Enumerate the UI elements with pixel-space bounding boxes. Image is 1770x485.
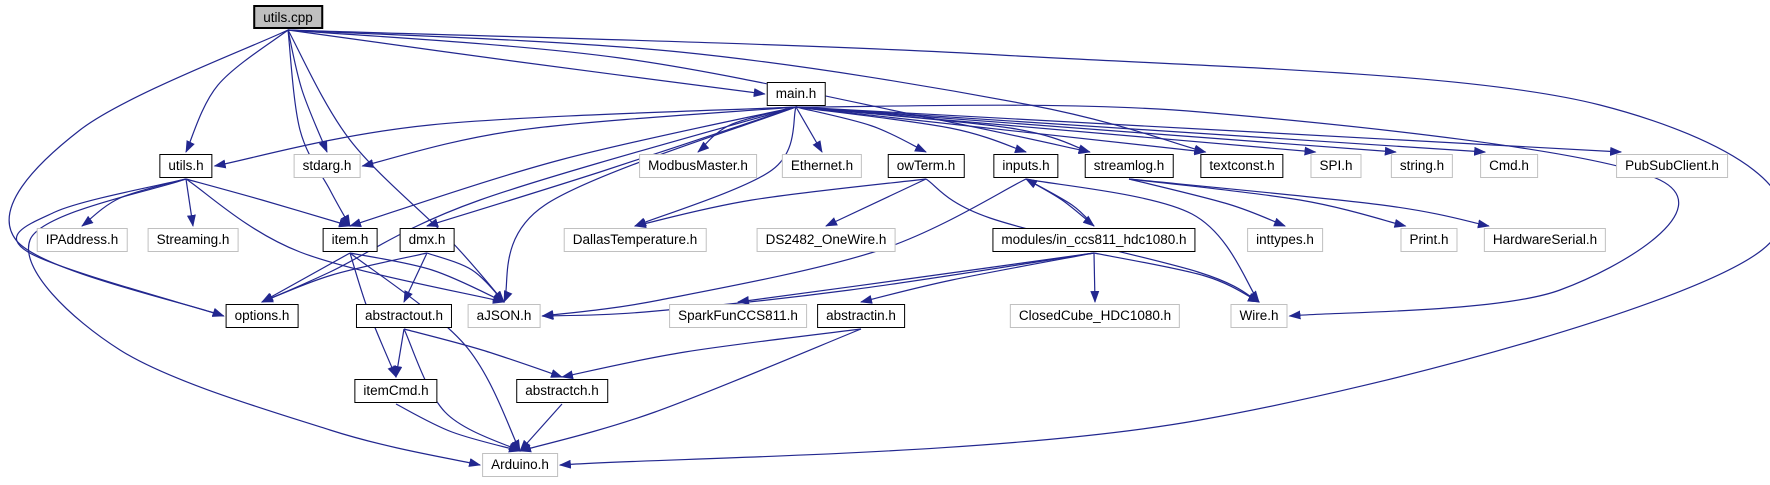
edge-modules_h-to-ajson_h [541,252,1095,321]
edge-main_h-to-utils_h [213,106,797,169]
edge-utils_h-to-item_h [185,178,351,228]
edge-abstractch_h-to-arduino_h [519,403,563,452]
edge-utils_cpp-to-main_h [287,29,766,98]
graph-node-item_h[interactable]: item.h [322,228,378,252]
graph-node-ethernet_h: Ethernet.h [781,154,863,178]
edge-main_h-to-wire_h [795,104,1679,320]
edge-modules_h-to-wire_h [1093,252,1260,303]
edge-utils_cpp-to-stdarg_h [287,29,328,153]
edge-utils_cpp-to-streamlog_h [287,29,1091,155]
graph-node-hardwareserial_h: HardwareSerial.h [1483,228,1607,252]
edge-abstractin_h-to-arduino_h [519,328,862,453]
edge-item_h-to-options_h [261,252,351,303]
edge-abstractout_h-to-itemcmd_h [393,328,405,378]
graph-node-utils_cpp: utils.cpp [253,5,323,29]
edge-utils_cpp-to-utils_h [185,29,289,153]
graph-node-main_h[interactable]: main.h [766,82,826,106]
edge-main_h-to-dallastemperature_h [634,106,797,227]
edge-streamlog_h-to-inttypes_h [1128,178,1286,227]
edge-main_h-to-item_h [349,106,797,227]
edge-utils_h-to-arduino_h [27,178,482,467]
graph-node-options_h[interactable]: options.h [225,304,299,328]
edge-utils_cpp-to-ajson_h [287,29,505,303]
graph-node-itemcmd_h[interactable]: itemCmd.h [354,379,438,403]
edge-owterm_h-to-ds2482_onewire_h [825,178,927,227]
graph-node-ajson_h: aJSON.h [467,304,541,328]
edge-modules_h-to-inputs_h [1025,178,1095,227]
graph-node-dallastemperature_h: DallasTemperature.h [563,228,707,252]
edge-main_h-to-textconst_h [795,106,1207,156]
edge-utils_cpp-to-item_h [287,29,351,227]
graph-node-dmx_h[interactable]: dmx.h [399,228,455,252]
edge-utils_h-to-ajson_h [185,178,505,304]
graph-node-closedcube_hdc1080_h: ClosedCube_HDC1080.h [1009,304,1181,328]
graph-node-inttypes_h: inttypes.h [1247,228,1323,252]
edge-utils_h-to-options_h [15,178,225,317]
edge-dmx_h-to-abstractout_h [403,252,428,303]
graph-node-inputs_h[interactable]: inputs.h [993,154,1059,178]
graph-node-owterm_h[interactable]: owTerm.h [887,154,965,178]
graph-node-modbusmaster_h: ModbusMaster.h [639,154,757,178]
edge-streamlog_h-to-hardwareserial_h [1128,178,1490,229]
graph-node-modules_h[interactable]: modules/in_ccs811_hdc1080.h [992,228,1196,252]
graph-node-stdarg_h: stdarg.h [293,154,361,178]
edge-inputs_h-to-ajson_h [541,178,1027,319]
graph-node-abstractout_h[interactable]: abstractout.h [355,304,453,328]
graph-node-string_h: string.h [1390,154,1454,178]
edge-main_h-to-spi_h [795,106,1317,156]
graph-node-arduino_h: Arduino.h [482,453,558,477]
edge-main_h-to-options_h [261,106,797,303]
edge-modules_h-to-closedcube_hdc1080_h [1090,252,1100,303]
edge-main_h-to-ethernet_h [795,106,823,153]
edge-main_h-to-stdarg_h [361,106,797,168]
graph-node-utils_h[interactable]: utils.h [159,154,213,178]
edge-main_h-to-dmx_h [426,106,797,228]
edge-modules_h-to-abstractin_h [860,252,1095,304]
graph-node-ipaddress_h: IPAddress.h [36,228,128,252]
graph-node-sparkfunccs811_h: SparkFunCCS811.h [669,304,807,328]
edge-main_h-to-ajson_h [503,106,797,303]
edge-main_h-to-pubsubclient_h [795,106,1623,156]
edge-item_h-to-ajson_h [349,252,505,303]
graph-node-wire_h: Wire.h [1230,304,1288,328]
edge-utils_cpp-to-arduino_h [287,29,1770,469]
edge-utils_cpp-to-options_h [8,29,289,317]
edge-modules_h-to-sparkfunccs811_h [737,252,1095,305]
edge-utils_h-to-streaming_h [185,178,196,227]
edge-group [8,29,1770,469]
edge-abstractin_h-to-abstractch_h [561,328,862,380]
graph-node-abstractch_h[interactable]: abstractch.h [516,379,608,403]
graph-node-abstractin_h[interactable]: abstractin.h [817,304,905,328]
edge-main_h-to-owterm_h [795,106,927,153]
edge-abstractout_h-to-arduino_h [403,328,521,452]
graph-node-streaming_h: Streaming.h [147,228,239,252]
edge-owterm_h-to-dallastemperature_h [634,178,927,229]
edge-main_h-to-cmd_h [795,106,1487,156]
graph-node-textconst_h[interactable]: textconst.h [1200,154,1284,178]
graph-node-cmd_h: Cmd.h [1480,154,1538,178]
graph-node-pubsubclient_h: PubSubClient.h [1616,154,1728,178]
edge-main_h-to-string_h [795,106,1397,156]
graph-node-streamlog_h[interactable]: streamlog.h [1084,154,1174,178]
edge-dmx_h-to-options_h [261,252,428,303]
edge-dmx_h-to-ajson_h [426,252,505,303]
edge-inputs_h-to-wire_h [1025,178,1260,303]
edge-abstractout_h-to-abstractch_h [403,328,563,378]
edge-itemcmd_h-to-arduino_h [395,403,521,453]
graph-node-spi_h: SPI.h [1310,154,1362,178]
graph-node-ds2482_onewire_h: DS2482_OneWire.h [756,228,896,252]
graph-node-print_h: Print.h [1400,228,1458,252]
